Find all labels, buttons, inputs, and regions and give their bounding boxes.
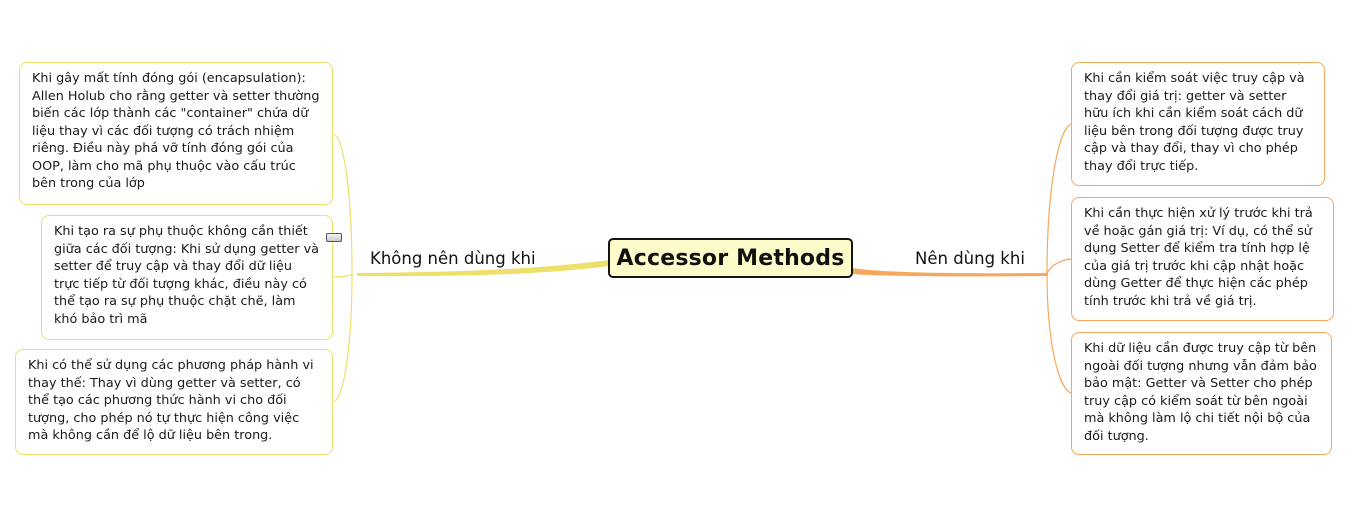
branch-label-left[interactable]: Không nên dùng khi (370, 249, 536, 268)
connector-right-leaf-1 (1046, 123, 1072, 275)
leaf-topic-right-3[interactable]: Khi dữ liệu cần được truy cập từ bên ngo… (1071, 332, 1332, 455)
connector-left-leaf-1 (333, 133, 353, 275)
connector-left-leaf-3 (333, 273, 353, 403)
leaf-topic-left-3[interactable]: Khi có thể sử dụng các phương pháp hành … (15, 349, 333, 455)
connector-right-leaf-2 (1046, 258, 1072, 275)
connector-central-left (357, 260, 610, 277)
leaf-topic-left-1[interactable]: Khi gây mất tính đóng gói (encapsulation… (19, 62, 333, 205)
connector-central-right (852, 268, 1048, 277)
branch-label-right[interactable]: Nên dùng khi (915, 249, 1025, 268)
leaf-topic-left-2[interactable]: Khi tạo ra sự phụ thuộc không cần thiết … (41, 215, 333, 340)
note-icon[interactable] (326, 233, 342, 242)
connector-left-leaf-2 (333, 273, 353, 278)
central-topic[interactable]: Accessor Methods (608, 238, 853, 278)
leaf-topic-right-2[interactable]: Khi cần thực hiện xử lý trước khi trả về… (1071, 197, 1334, 321)
connector-right-leaf-3 (1046, 273, 1072, 394)
leaf-topic-right-1[interactable]: Khi cần kiểm soát việc truy cập và thay … (1071, 62, 1325, 186)
